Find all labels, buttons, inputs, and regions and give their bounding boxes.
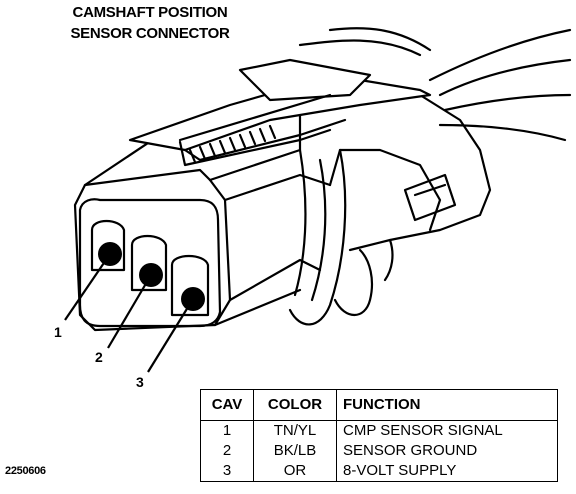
cell-color: BK/LB	[253, 441, 337, 461]
latch	[128, 58, 432, 167]
cavity-2-outline	[130, 234, 168, 292]
wire-bundle	[298, 27, 572, 142]
cell-color: OR	[253, 461, 337, 482]
header-function: FUNCTION	[336, 389, 558, 421]
cell-color: TN/YL	[253, 420, 337, 441]
pin-2-leader	[107, 274, 152, 349]
table-row: 3 OR 8-VOLT SUPPLY	[200, 461, 558, 482]
cell-cav: 1	[200, 420, 254, 441]
pinout-header-row: CAV COLOR FUNCTION	[200, 389, 558, 421]
cavity-3-outline	[170, 254, 210, 317]
header-color: COLOR	[253, 389, 337, 421]
title-line-2: SENSOR CONNECTOR	[70, 25, 230, 42]
pin-3-leader	[147, 298, 194, 373]
cell-function: SENSOR GROUND	[336, 441, 558, 461]
cell-function: 8-VOLT SUPPLY	[336, 461, 558, 482]
table-row: 2 BK/LB SENSOR GROUND	[200, 441, 558, 461]
connector-face	[78, 198, 222, 328]
pin-3-label: 3	[136, 374, 144, 390]
diagram-title: CAMSHAFT POSITION SENSOR CONNECTOR	[35, 2, 265, 44]
cell-function: CMP SENSOR SIGNAL	[336, 420, 558, 441]
pin-1-label: 1	[54, 324, 62, 340]
cell-cav: 2	[200, 441, 254, 461]
pinout-table: CAV COLOR FUNCTION 1 TN/YL CMP SENSOR SI…	[200, 389, 558, 482]
connector-body	[73, 93, 492, 332]
figure-id: 2250606	[5, 465, 46, 477]
cell-cav: 3	[200, 461, 254, 482]
header-cav: CAV	[200, 389, 254, 421]
table-row: 1 TN/YL CMP SENSOR SIGNAL	[200, 420, 558, 441]
latch-window	[403, 173, 457, 222]
pin-2-label: 2	[95, 349, 103, 365]
title-line-1: CAMSHAFT POSITION	[72, 4, 228, 21]
cavity-1-outline	[90, 219, 126, 272]
pin-1-leader	[64, 253, 111, 321]
